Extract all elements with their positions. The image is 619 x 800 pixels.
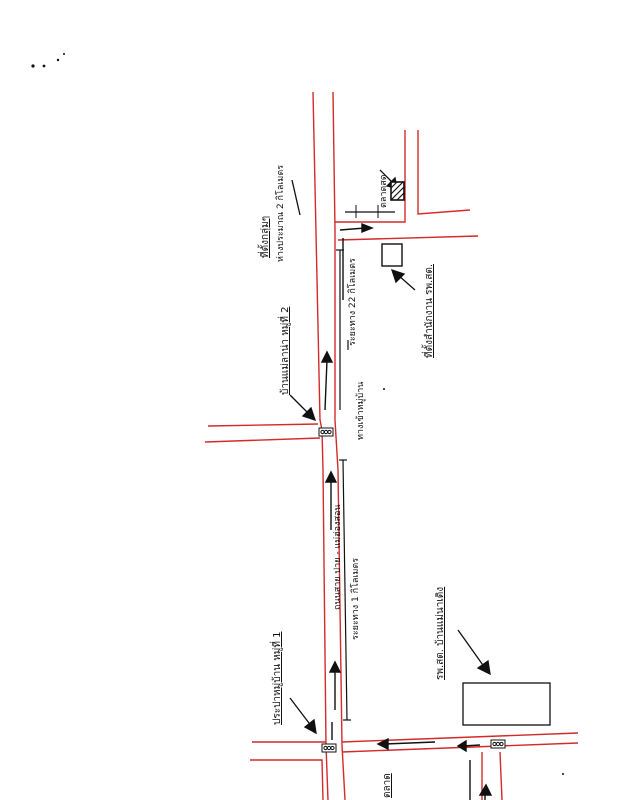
label-center-road-note: ระยะทาง 1 กิโลเมตร (351, 557, 361, 640)
label-left-top-village: บ้านแม่ลาน่า หมู่ที่ 2 (280, 306, 291, 395)
traffic-light-icon (318, 427, 506, 753)
label-distance-note: ระยะทาง 22 กิโลเมตร (348, 258, 358, 346)
label-left-top-village-note: ทางเข้าหมู่บ้าน (356, 381, 366, 440)
pointer-arrows (289, 169, 491, 735)
label-right-bottom-place: รพ.สต. บ้านแม่นาเติง (435, 586, 446, 680)
stray-marks (31, 53, 65, 68)
stray-dot (383, 388, 385, 390)
label-center-road: ถนนสาย ปาย - แม่ฮ่องสอน (333, 504, 343, 610)
label-market-area: ตลาดสด (379, 174, 389, 208)
label-top-right-site: ที่ตั้งกลุ่มๆ (260, 215, 271, 258)
stray-dot-bottom (562, 773, 564, 775)
top-right-road (335, 130, 479, 241)
small-tick-marks (355, 205, 379, 218)
main-road (312, 91, 346, 800)
label-bottom-place: ตลาด (382, 773, 393, 798)
label-left-bottom-place: ประปาหมู่บ้าน หมู่ที่ 1 (272, 631, 283, 725)
road-arrows (320, 222, 493, 800)
health-station-building-icon (462, 682, 551, 726)
label-top-right-site-note: ห่างประมาณ 2 กิโลเมตร (276, 164, 286, 262)
hatched-building-icon (390, 181, 405, 201)
office-building-icon (381, 243, 403, 267)
distance-brackets (336, 211, 395, 721)
label-office: ที่ตั้งสำนักงาน รพ.สต. (424, 263, 435, 358)
mid-cross-road (204, 423, 321, 443)
